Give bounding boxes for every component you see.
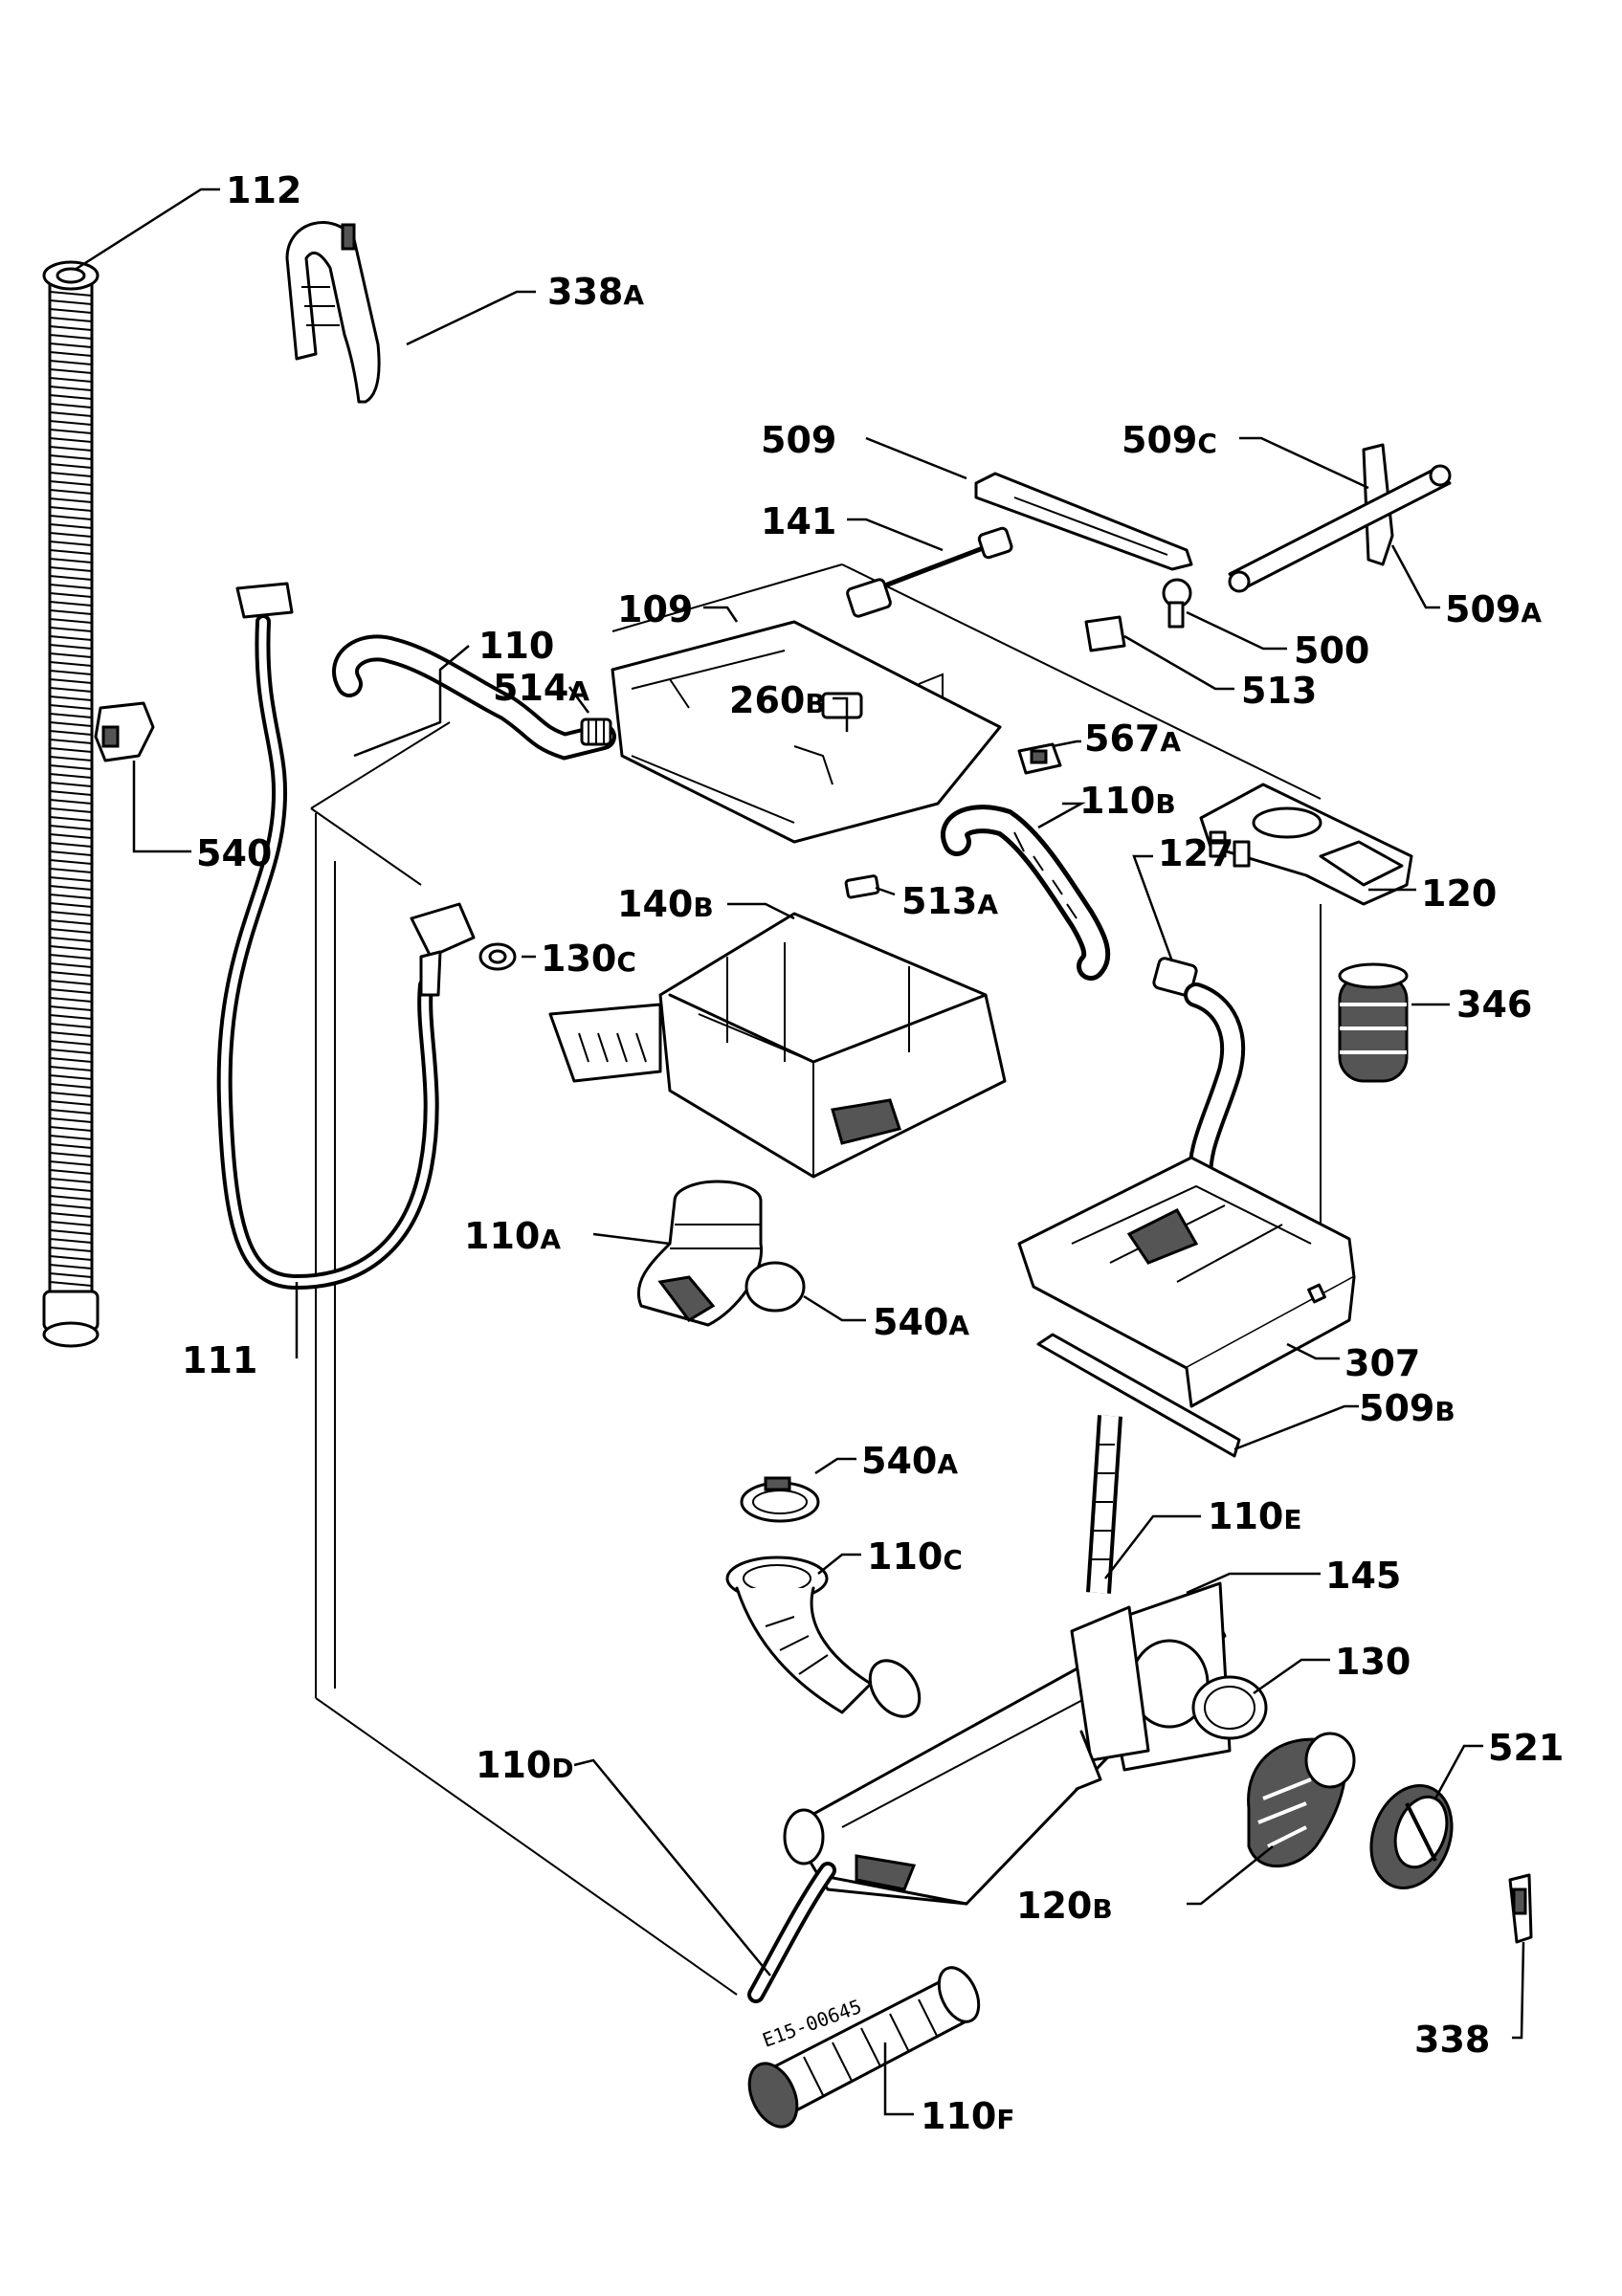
hook-338 bbox=[1508, 1873, 1533, 1944]
sump-housing-145 bbox=[783, 1581, 1232, 1906]
dispenser-housing-140b bbox=[548, 912, 1007, 1179]
hose-110f bbox=[747, 1966, 981, 2129]
sump-hose bbox=[1086, 1415, 1122, 1594]
label-110b: 110B bbox=[1079, 780, 1176, 822]
label-509: 509 bbox=[761, 419, 836, 461]
clamp-540a-lower bbox=[740, 1476, 820, 1523]
label-110a: 110A bbox=[464, 1215, 561, 1257]
label-540a-1: 540A bbox=[873, 1301, 969, 1343]
seal-130 bbox=[1191, 1675, 1268, 1740]
label-120: 120 bbox=[1421, 872, 1497, 915]
label-509b: 509B bbox=[1359, 1387, 1455, 1429]
dispenser-front-120 bbox=[1199, 783, 1413, 906]
clip-540 bbox=[94, 701, 155, 762]
filter-120b bbox=[1247, 1732, 1356, 1868]
label-130: 130 bbox=[1335, 1641, 1411, 1683]
label-130c: 130C bbox=[541, 938, 636, 980]
label-346: 346 bbox=[1456, 983, 1532, 1026]
clip-567a bbox=[1017, 742, 1062, 775]
label-145: 145 bbox=[1325, 1555, 1401, 1597]
nut-514a bbox=[580, 718, 612, 746]
label-567a: 567A bbox=[1084, 718, 1181, 760]
label-111: 111 bbox=[182, 1339, 257, 1381]
dispenser-drawer-307 bbox=[1017, 1156, 1356, 1408]
rod-141 bbox=[846, 526, 1013, 618]
hose-bend-338a bbox=[285, 221, 381, 404]
hose-110d bbox=[747, 1862, 836, 2003]
hose-110 bbox=[332, 634, 616, 761]
part-513a bbox=[844, 874, 880, 899]
elbow-110c bbox=[725, 1556, 922, 1718]
bar-509b bbox=[1036, 1333, 1241, 1458]
elbow-110a bbox=[636, 1180, 806, 1327]
label-307: 307 bbox=[1344, 1342, 1420, 1384]
label-110c: 110C bbox=[867, 1535, 963, 1578]
label-338: 338 bbox=[1414, 2019, 1490, 2061]
label-338a: 338A bbox=[547, 271, 644, 313]
label-112: 112 bbox=[226, 169, 301, 211]
label-540a-2: 540A bbox=[861, 1440, 958, 1482]
label-500: 500 bbox=[1294, 629, 1369, 672]
label-260b: 260B bbox=[729, 679, 826, 721]
label-509c: 509C bbox=[1122, 419, 1217, 461]
label-110: 110 bbox=[478, 625, 554, 667]
label-514a: 514A bbox=[493, 667, 589, 709]
cover-plate-109 bbox=[611, 620, 1002, 844]
label-110d: 110D bbox=[476, 1744, 574, 1786]
label-540: 540 bbox=[196, 832, 272, 874]
hose-110b bbox=[941, 805, 1111, 981]
part-500 bbox=[1162, 578, 1192, 629]
label-127: 127 bbox=[1158, 832, 1233, 874]
label-141: 141 bbox=[761, 500, 836, 542]
lever-509 bbox=[974, 472, 1193, 571]
inlet-hose-111 bbox=[216, 582, 476, 1291]
label-120b: 120B bbox=[1016, 1885, 1113, 1927]
label-521: 521 bbox=[1488, 1727, 1564, 1769]
label-509a: 509A bbox=[1445, 588, 1542, 630]
label-110e: 110E bbox=[1208, 1495, 1301, 1537]
label-513: 513 bbox=[1241, 670, 1317, 712]
leader-lines bbox=[74, 188, 1525, 2116]
drain-hose-112 bbox=[42, 260, 100, 1348]
hose-127 bbox=[1152, 957, 1246, 1199]
label-513a: 513A bbox=[901, 880, 998, 922]
part-labels: 112 338A 509 509C 141 509A 109 500 110 5… bbox=[182, 169, 1564, 2137]
part-513 bbox=[1084, 615, 1126, 652]
label-109: 109 bbox=[617, 588, 693, 630]
label-110f: 110F bbox=[921, 2095, 1014, 2137]
bellows-346 bbox=[1338, 962, 1409, 1083]
label-140b: 140B bbox=[617, 883, 714, 925]
seal-130c bbox=[478, 942, 517, 971]
cap-521 bbox=[1369, 1784, 1454, 1889]
lever-509a bbox=[1228, 464, 1452, 593]
